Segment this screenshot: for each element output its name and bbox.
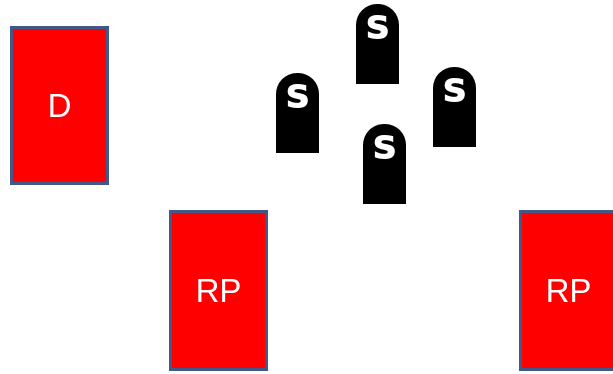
box-rp-right-label: RP <box>545 271 592 309</box>
box-rp-left-label: RP <box>195 271 242 309</box>
box-rp-left: RP <box>169 210 268 371</box>
stone-top: S <box>356 4 399 84</box>
stone-left: S <box>276 73 319 153</box>
stone-right-label: S <box>442 74 467 109</box>
stone-bottom: S <box>363 124 406 204</box>
stone-bottom-label: S <box>372 131 397 166</box>
box-d-label: D <box>47 86 72 124</box>
stone-right: S <box>433 67 476 147</box>
stone-top-label: S <box>365 11 390 46</box>
stone-left-label: S <box>285 80 310 115</box>
box-rp-right: RP <box>519 210 613 371</box>
box-d: D <box>10 26 109 185</box>
